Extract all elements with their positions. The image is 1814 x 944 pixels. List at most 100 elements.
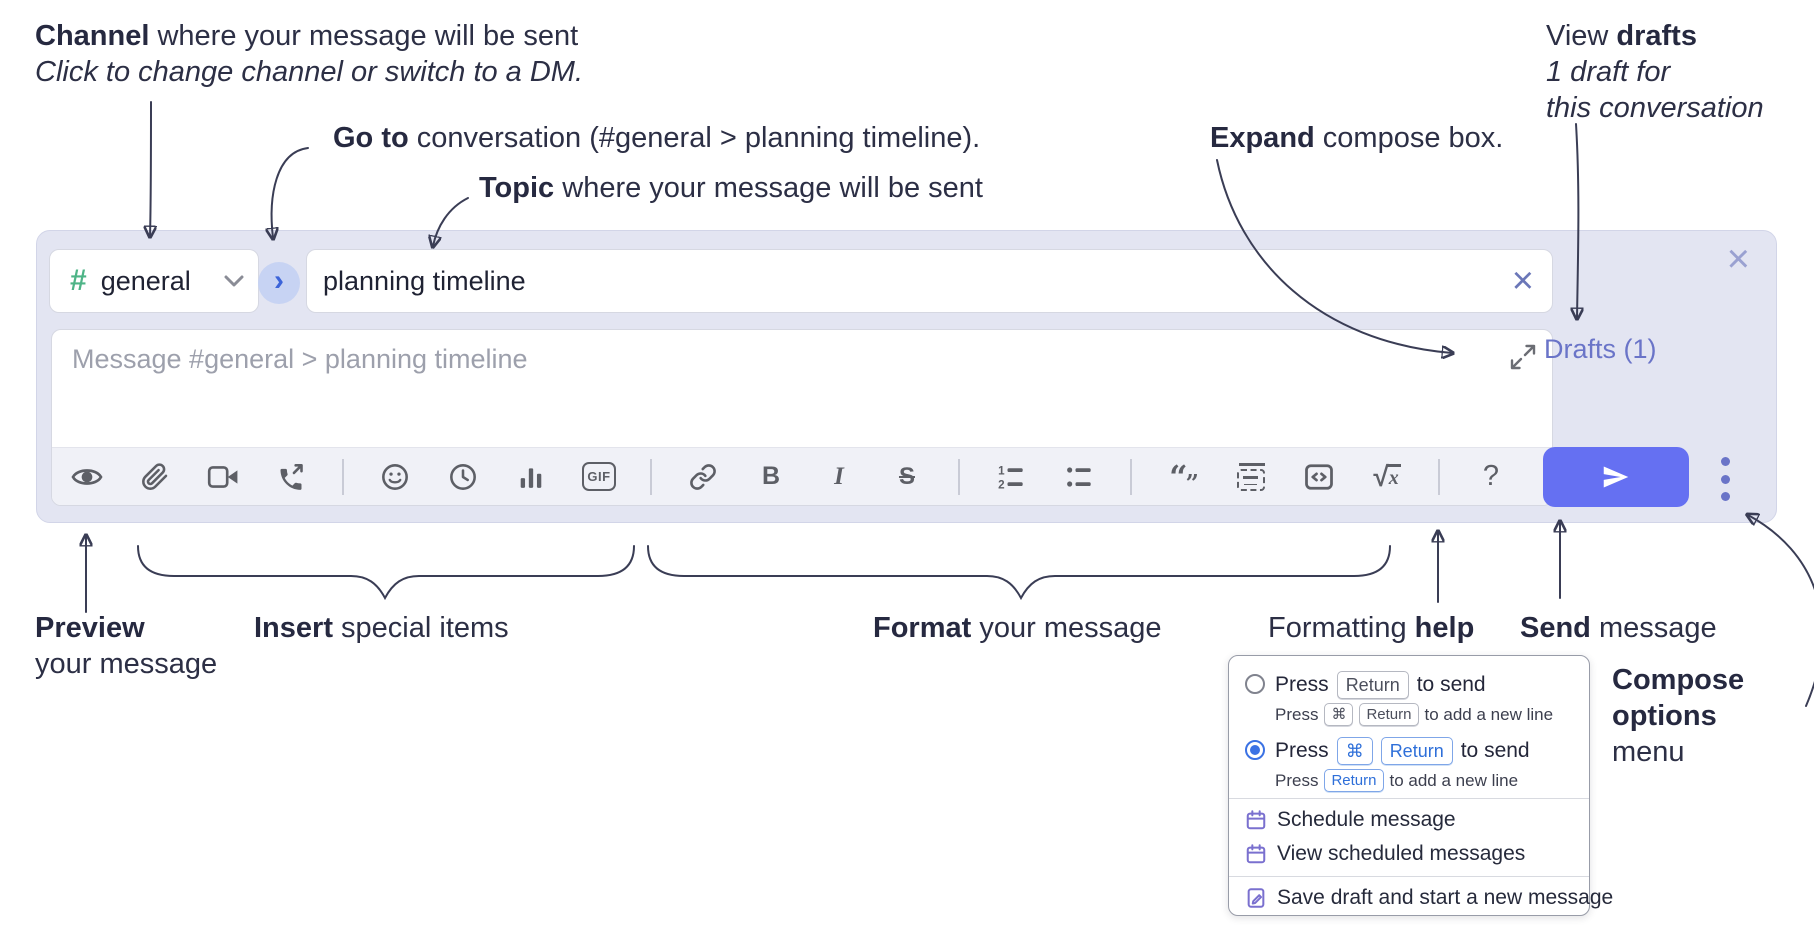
attach-file-icon[interactable] [138, 460, 172, 494]
compose-options-note-l1: Compose [1612, 664, 1745, 696]
toolbar-divider [958, 458, 960, 495]
popup-divider [1229, 876, 1589, 877]
preview-note-bold: Preview [35, 612, 145, 644]
goto-arrow [272, 147, 309, 238]
expand-note-bold: Expand [1210, 122, 1315, 154]
paper-plane-icon [1603, 466, 1629, 488]
poll-icon[interactable] [514, 460, 548, 494]
close-compose-icon[interactable]: × [1726, 237, 1750, 281]
goto-note-bold: Go to [333, 122, 409, 154]
schedule-message-label: Schedule message [1277, 808, 1456, 831]
return-key: Return [1380, 737, 1453, 765]
channel-note-sub: Click to change channel or switch to a D… [35, 56, 584, 88]
format-note-rest: your message [971, 612, 1162, 644]
option-cmd-enter-sends-sub: Press Return to add a new line [1275, 769, 1518, 792]
return-key: Return [1324, 769, 1384, 792]
help-note-bold: help [1414, 612, 1475, 644]
expand-compose-icon[interactable] [1510, 344, 1536, 370]
drafts-note-pre: View [1546, 20, 1617, 52]
schedule-message-item[interactable]: Schedule message [1245, 808, 1456, 832]
toolbar-divider [650, 458, 652, 495]
link-icon[interactable] [686, 460, 720, 494]
audio-call-icon[interactable] [274, 460, 308, 494]
topic-note-rest: where your message will be sent [554, 172, 983, 204]
toolbar-divider [1130, 458, 1132, 495]
compose-options-popup: Press Return to send Press ⌘ Return to a… [1228, 655, 1613, 916]
drafts-note-sub1: 1 draft for [1546, 56, 1671, 88]
quote-open-glyph: “ [1169, 457, 1187, 496]
cmd-key: ⌘ [1324, 703, 1354, 726]
bold-icon[interactable]: B [761, 462, 781, 490]
italic-icon[interactable]: I [834, 462, 844, 490]
channel-hash-icon: # [70, 264, 87, 297]
compose-options-note-l2: options [1612, 700, 1717, 732]
message-input[interactable] [72, 344, 1502, 439]
popup-divider [1229, 798, 1589, 799]
send-note: Send message [1520, 610, 1717, 646]
compose-options-note-l3: menu [1612, 736, 1685, 768]
drafts-note-sub2: this conversation [1546, 92, 1764, 124]
quote-close-glyph: ” [1185, 470, 1199, 497]
option-press-label: Press [1275, 739, 1329, 762]
emoji-icon[interactable] [378, 460, 412, 494]
drafts-link[interactable]: Drafts (1) [1544, 334, 1657, 364]
send-note-bold: Send [1520, 612, 1591, 644]
goto-note: Go to conversation (#general > planning … [333, 120, 980, 156]
format-brace [647, 545, 1391, 601]
channel-name: general [100, 265, 191, 296]
compose-options-arrow [1748, 515, 1814, 707]
channel-arrow [150, 101, 151, 236]
save-draft-label: Save draft and start a new message [1277, 886, 1614, 909]
insert-brace [137, 545, 635, 601]
radio-cmd-enter-sends[interactable] [1245, 740, 1265, 760]
drafts-note-bold: drafts [1616, 20, 1697, 52]
gif-label: GIF [582, 462, 616, 491]
expand-note-rest: compose box. [1314, 122, 1504, 154]
bulleted-list-icon[interactable] [1062, 460, 1096, 494]
calendar-icon [1246, 844, 1266, 864]
option-enter-sends[interactable]: Press Return to send [1275, 671, 1486, 699]
view-scheduled-messages-item[interactable]: View scheduled messages [1245, 842, 1525, 866]
format-note-bold: Format [873, 612, 972, 644]
insert-note-bold: Insert [254, 612, 333, 644]
gif-icon[interactable]: GIF [582, 460, 616, 494]
return-key: Return [1336, 671, 1409, 699]
spoiler-icon[interactable] [1234, 460, 1268, 494]
math-icon[interactable]: √x [1370, 460, 1404, 494]
topic-row: × [306, 249, 1553, 313]
global-time-icon[interactable] [446, 460, 480, 494]
send-button[interactable] [1543, 447, 1689, 507]
view-drafts-note: View drafts 1 draft for this conversatio… [1546, 18, 1764, 126]
help-note-pre: Formatting [1268, 612, 1415, 644]
quote-icon[interactable]: “” [1166, 457, 1200, 498]
strikethrough-icon[interactable]: S [898, 462, 915, 490]
insert-note: Insert special items [254, 610, 509, 646]
svg-text:2: 2 [998, 478, 1005, 490]
option-cmd-enter-sends[interactable]: Press ⌘ Return to send [1275, 737, 1530, 765]
expand-note: Expand compose box. [1210, 120, 1503, 156]
view-scheduled-messages-label: View scheduled messages [1277, 842, 1526, 865]
preview-icon[interactable] [70, 460, 104, 494]
cmd-key: ⌘ [1336, 737, 1373, 765]
return-key: Return [1359, 703, 1419, 726]
toolbar-divider [342, 458, 344, 495]
channel-selector[interactable]: # general [49, 249, 259, 313]
math-x-glyph: x [1388, 466, 1399, 489]
compose-options-menu-icon[interactable] [1713, 457, 1737, 501]
code-icon[interactable] [1302, 460, 1336, 494]
message-formatting-help-icon[interactable]: ? [1482, 460, 1500, 492]
preview-note-sub: your message [35, 648, 218, 680]
save-draft-icon [1247, 888, 1265, 908]
video-call-icon[interactable] [206, 460, 240, 494]
chevron-right-icon: › [274, 264, 284, 297]
topic-input[interactable] [323, 265, 1508, 297]
preview-note: Preview your message [35, 610, 217, 682]
message-compose-area: GIF B I S 12 “” [51, 329, 1553, 506]
format-note: Format your message [873, 610, 1162, 646]
clear-topic-icon[interactable]: × [1511, 260, 1534, 302]
radio-enter-sends[interactable] [1245, 674, 1265, 694]
go-to-conversation-button[interactable]: › [258, 262, 300, 304]
save-draft-item[interactable]: Save draft and start a new message [1245, 886, 1613, 910]
